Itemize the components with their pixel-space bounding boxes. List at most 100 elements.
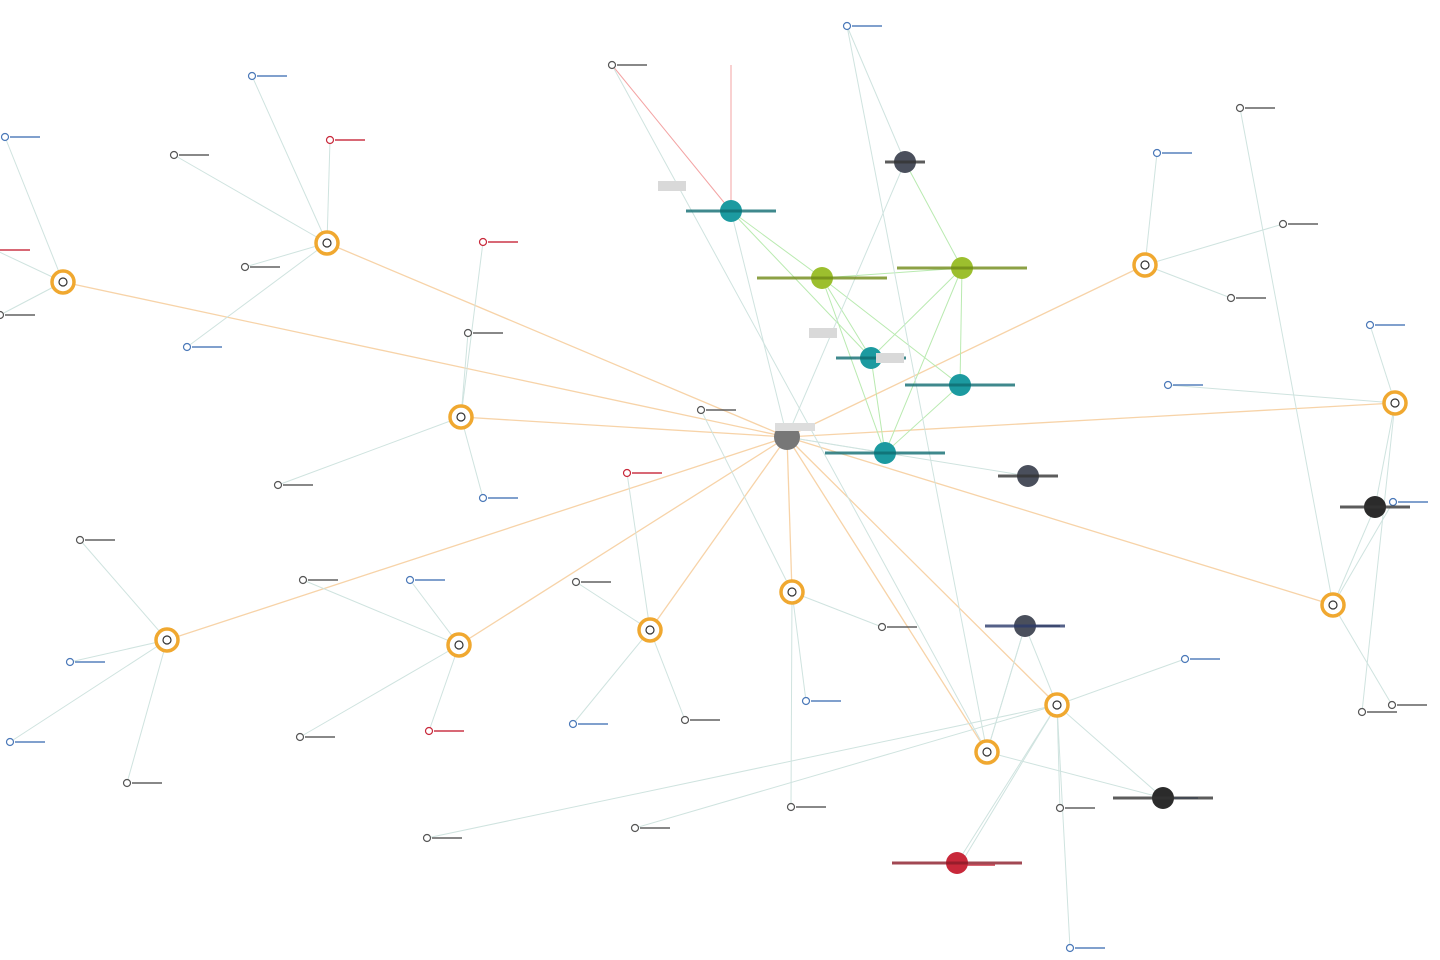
leaf-edge — [460, 416, 484, 499]
cluster-edge — [821, 267, 963, 279]
leaf-node[interactable] — [786, 802, 796, 812]
leaf-label-mark — [250, 266, 280, 268]
leaf-node[interactable] — [1226, 293, 1236, 303]
hub-edge — [166, 436, 788, 641]
hub-edge — [786, 436, 793, 593]
leaf-label-mark — [1075, 947, 1105, 949]
leaf-node[interactable] — [478, 493, 488, 503]
leaf-node[interactable] — [1152, 148, 1162, 158]
leaf-node[interactable] — [463, 328, 473, 338]
leaf-node[interactable] — [842, 21, 852, 31]
leaf-edge — [426, 704, 1058, 839]
leaf-node[interactable] — [1388, 497, 1398, 507]
entity-label-mark — [825, 451, 945, 455]
label-badge — [809, 328, 837, 338]
leaf-edge — [126, 639, 168, 784]
leaf-edge — [326, 139, 331, 244]
leaf-node[interactable] — [1055, 803, 1065, 813]
leaf-edge — [1167, 384, 1396, 404]
leaf-edge — [1056, 704, 1164, 799]
leaf-node[interactable] — [622, 468, 632, 478]
leaf-node[interactable] — [680, 715, 690, 725]
hub-edge — [326, 242, 788, 438]
leaf-edge — [277, 416, 462, 486]
leaf-edge — [460, 241, 484, 418]
leaf-label-mark — [1398, 501, 1428, 503]
cluster-edge — [959, 267, 963, 386]
leaf-label-mark — [887, 626, 917, 628]
entity-label-mark — [836, 356, 906, 360]
leaf-node[interactable] — [478, 237, 488, 247]
leaf-label-mark — [965, 864, 995, 866]
cluster-edge — [821, 277, 886, 454]
leaf-node[interactable] — [1235, 103, 1245, 113]
leaf-edge — [79, 539, 168, 641]
central-node-badge — [775, 423, 815, 431]
hub-edge — [786, 436, 1058, 706]
leaf-node[interactable] — [1357, 707, 1367, 717]
leaf-node[interactable] — [568, 719, 578, 729]
leaf-label-mark — [581, 581, 611, 583]
leaf-edge — [244, 242, 328, 268]
leaf-label-mark — [1236, 297, 1266, 299]
entity-label-mark — [1113, 796, 1213, 800]
leaf-edge — [1361, 402, 1396, 713]
leaf-label-mark — [852, 25, 882, 27]
leaf-node[interactable] — [801, 696, 811, 706]
leaf-node[interactable] — [1065, 943, 1075, 953]
leaf-node[interactable] — [422, 833, 432, 843]
leaf-node[interactable] — [877, 622, 887, 632]
leaf-node[interactable] — [607, 60, 617, 70]
leaf-label-mark — [257, 75, 287, 77]
leaf-node[interactable] — [424, 726, 434, 736]
leaf-node[interactable] — [571, 577, 581, 587]
leaf-node[interactable] — [696, 405, 706, 415]
leaf-node[interactable] — [1163, 380, 1173, 390]
leaf-node[interactable] — [1278, 219, 1288, 229]
leaf-label-mark — [132, 782, 162, 784]
leaf-node[interactable] — [75, 535, 85, 545]
leaf-node[interactable] — [295, 732, 305, 742]
leaf-node[interactable] — [1387, 700, 1397, 710]
leaf-node[interactable] — [0, 310, 5, 320]
leaf-label-mark — [690, 719, 720, 721]
leaf-edge — [69, 639, 168, 663]
leaf-node[interactable] — [405, 575, 415, 585]
leaf-label-mark — [15, 741, 45, 743]
leaf-edge — [1056, 704, 1071, 949]
leaf-node[interactable] — [65, 657, 75, 667]
leaf-node[interactable] — [240, 262, 250, 272]
leaf-node[interactable] — [630, 823, 640, 833]
leaf-node[interactable] — [0, 132, 10, 142]
leaf-node[interactable] — [325, 135, 335, 145]
center-edge — [786, 436, 1029, 477]
graph-edges — [0, 25, 1396, 949]
leaf-edge — [1332, 506, 1376, 606]
hub-node-inner — [1328, 600, 1338, 610]
leaf-node[interactable] — [298, 575, 308, 585]
leaf-node[interactable] — [122, 778, 132, 788]
leaf-label-mark — [811, 700, 841, 702]
leaf-edge — [299, 644, 460, 738]
leaf-label-mark — [632, 472, 662, 474]
leaf-label-mark — [432, 837, 462, 839]
leaf-node[interactable] — [1365, 320, 1375, 330]
leaf-node[interactable] — [5, 737, 15, 747]
hub-node-inner — [454, 640, 464, 650]
leaf-node[interactable] — [247, 71, 257, 81]
leaf-edge — [460, 332, 469, 418]
hub-node-inner — [1140, 260, 1150, 270]
leaf-node[interactable] — [169, 150, 179, 160]
leaf-edge — [959, 704, 1058, 866]
hub-node-inner — [1390, 398, 1400, 408]
leaf-label-mark — [308, 579, 338, 581]
leaf-node[interactable] — [182, 342, 192, 352]
leaf-edge — [791, 591, 807, 702]
leaf-node[interactable] — [273, 480, 283, 490]
leaf-node[interactable] — [1180, 654, 1190, 664]
leaf-edge — [611, 64, 988, 753]
cluster-edge — [870, 357, 886, 454]
leaf-edge — [409, 579, 460, 646]
hub-node-inner — [1052, 700, 1062, 710]
